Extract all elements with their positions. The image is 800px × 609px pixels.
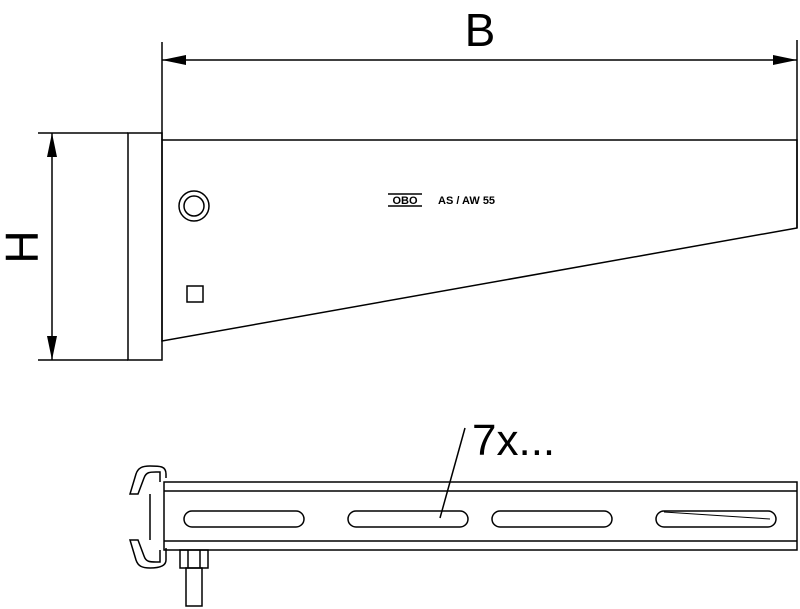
slot-callout: 7x... bbox=[439, 416, 555, 519]
bolt-outer-icon bbox=[178, 190, 210, 222]
dimension-b: B bbox=[161, 4, 798, 228]
slot-4 bbox=[655, 510, 777, 528]
dimension-h: H bbox=[0, 132, 128, 361]
hook-clip-top bbox=[128, 465, 167, 495]
square-hole bbox=[186, 285, 204, 303]
slot-2 bbox=[347, 510, 469, 528]
dimension-label-h: H bbox=[0, 230, 48, 263]
bracket-side-view bbox=[127, 132, 798, 361]
arrowhead-left bbox=[162, 55, 186, 65]
slot-1 bbox=[183, 510, 305, 528]
bolt-inner-icon bbox=[183, 195, 205, 217]
slot-3 bbox=[491, 510, 613, 528]
slot-count-label: 7x... bbox=[472, 416, 555, 465]
arrowhead-right bbox=[773, 55, 797, 65]
bolt-shank bbox=[185, 567, 203, 607]
bracket-body bbox=[163, 481, 798, 551]
mounting-plate bbox=[127, 132, 163, 361]
model-label: AS / AW 55 bbox=[438, 195, 495, 207]
product-marking: OBO AS / AW 55 bbox=[388, 193, 495, 207]
bracket-top-view bbox=[128, 465, 798, 607]
bolt-nut bbox=[179, 549, 209, 569]
arrowhead-bottom bbox=[47, 336, 57, 360]
brand-logo: OBO bbox=[392, 195, 418, 207]
dimension-label-b: B bbox=[465, 4, 496, 56]
arrowhead-top bbox=[47, 133, 57, 157]
bracket-profile bbox=[161, 139, 798, 342]
leader-line bbox=[439, 427, 466, 519]
slot-4-hatch bbox=[663, 511, 771, 520]
hook-clip-bottom bbox=[128, 539, 167, 569]
